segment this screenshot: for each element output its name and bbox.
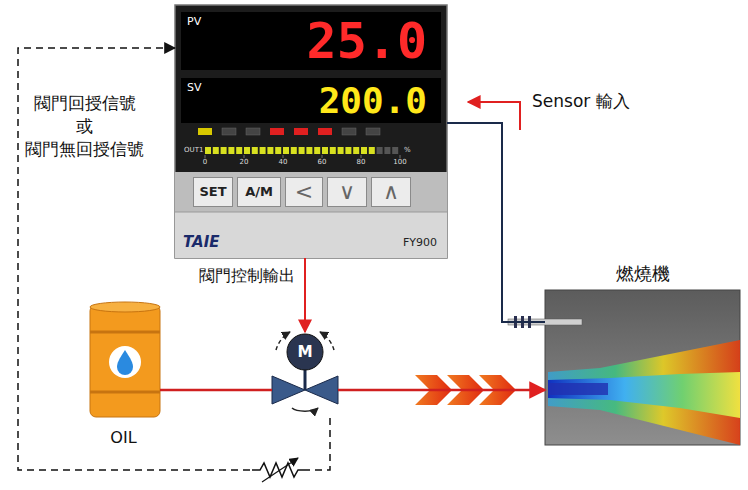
node-text: SET xyxy=(194,178,232,206)
key-button: ∨ xyxy=(327,177,367,207)
sensor-cable xyxy=(447,123,545,322)
oil-pipe xyxy=(160,389,272,392)
scale-label: 0 xyxy=(195,158,215,166)
node-text: TAIE xyxy=(183,233,220,251)
pv-display: PV 25.0 xyxy=(181,12,441,70)
scale-label: 40 xyxy=(273,158,293,166)
node-text: FY900 xyxy=(403,236,437,249)
node-text: ∧ xyxy=(372,178,410,206)
node-text: M xyxy=(262,342,348,362)
node-text: ∨ xyxy=(328,178,366,206)
sv-display: SV 200.0 xyxy=(181,78,441,123)
node-text: < xyxy=(286,178,322,206)
oil-tank: OIL xyxy=(85,298,162,455)
node-text: A/M xyxy=(238,178,280,206)
key-button: ∧ xyxy=(371,177,411,207)
signal-label: Sensor 輸入 xyxy=(532,90,630,113)
scale-label: 20 xyxy=(234,158,254,166)
node-text: OIL xyxy=(85,428,162,447)
scale-label: 60 xyxy=(312,158,332,166)
indicator-lamps xyxy=(198,128,380,135)
scale-label: 100 xyxy=(390,158,410,166)
signal-arrow xyxy=(468,102,520,130)
controller-housing xyxy=(175,5,447,258)
output-bargraph xyxy=(205,147,400,158)
motor-valve: M xyxy=(262,332,348,418)
controller: TAIE FY900 PV 25.0SV 200.0SETA/M<∨∧ xyxy=(175,5,447,258)
oil-barrel xyxy=(90,302,160,417)
burner: 燃燒機 xyxy=(545,262,740,445)
scale-label: OUT1 xyxy=(184,146,203,154)
control-arrow xyxy=(304,258,306,332)
key-button: SET xyxy=(193,177,233,207)
oil-pipe xyxy=(338,389,545,392)
node-text: 燃燒機 xyxy=(545,262,740,286)
node-text: 25.0 xyxy=(307,13,427,69)
node-text: SV xyxy=(187,81,202,94)
key-button: < xyxy=(285,177,323,207)
burner-illustration xyxy=(545,290,740,445)
signal-label: 閥門回授信號 或 閥門無回授信號 xyxy=(24,92,146,161)
node-text: 200.0 xyxy=(319,80,427,122)
resistor-symbol xyxy=(252,458,306,482)
key-button: A/M xyxy=(237,177,281,207)
node-text: PV xyxy=(187,15,201,28)
edge-label: 閥門控制輸出 xyxy=(197,266,297,287)
scale-label: % xyxy=(404,146,411,154)
scale-label: 80 xyxy=(351,158,371,166)
